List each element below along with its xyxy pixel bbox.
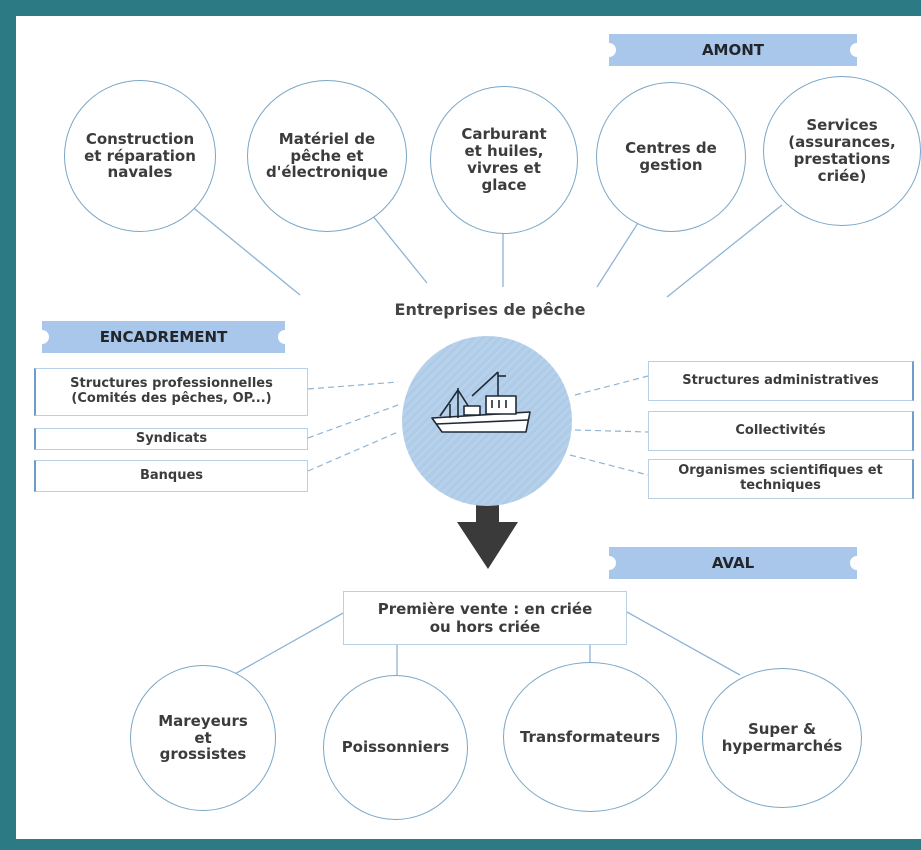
dash-structures-admin xyxy=(574,375,649,396)
connector-materiel xyxy=(367,209,428,284)
materiel-line2: pêche et xyxy=(290,146,364,165)
construction-line1: Construction xyxy=(85,129,195,148)
banner-encadrement-label: ENCADREMENT xyxy=(99,328,228,346)
super-line1: Super & xyxy=(747,720,817,739)
organismes-line2: techniques xyxy=(740,478,821,493)
services-line3: prestations xyxy=(793,150,891,168)
node-construction: Construction et réparation navales xyxy=(64,80,216,232)
node-super-hypermarches: Super & hypermarchés xyxy=(702,668,862,808)
carburant-line1: Carburant xyxy=(461,125,547,144)
carburant-line4: glace xyxy=(481,175,527,194)
banner-aval: AVAL xyxy=(602,547,864,579)
mareyeurs-line1: Mareyeurs xyxy=(158,711,248,730)
collectivites-label: Collectivités xyxy=(735,422,826,438)
banner-amont: AMONT xyxy=(602,34,864,66)
structures-admin-label: Structures administratives xyxy=(682,372,879,388)
box-banques: Banques xyxy=(34,460,308,492)
connector-construction xyxy=(189,204,301,296)
box-collectivites: Collectivités xyxy=(648,411,914,451)
syndicats-label: Syndicats xyxy=(135,430,208,446)
connector-mareyeurs xyxy=(232,611,346,676)
first-sale-line1: Première vente : en criée xyxy=(377,600,593,618)
construction-line2: et réparation xyxy=(84,146,196,165)
node-transformateurs: Transformateurs xyxy=(503,662,677,812)
connector-super xyxy=(626,611,741,676)
first-sale-box: Première vente : en criée ou hors criée xyxy=(343,591,627,645)
fishing-boat-icon xyxy=(431,371,531,433)
super-line2: hypermarchés xyxy=(721,737,843,755)
node-services: Services (assurances, prestations criée) xyxy=(763,76,921,226)
dash-structures-pro xyxy=(307,381,399,390)
dash-collectivites xyxy=(574,429,649,433)
banner-encadrement: ENCADREMENT xyxy=(35,321,292,353)
node-mareyeurs: Mareyeurs et grossistes xyxy=(130,665,276,811)
boat-circle xyxy=(402,336,572,506)
transformateurs-label: Transformateurs xyxy=(519,727,661,746)
carburant-line3: vivres et xyxy=(467,159,541,177)
node-materiel: Matériel de pêche et d'électronique xyxy=(247,80,407,232)
poissonniers-label: Poissonniers xyxy=(341,738,450,757)
carburant-line2: et huiles, xyxy=(464,142,544,161)
node-centres-gestion: Centres de gestion xyxy=(596,82,746,232)
structures-pro-line1: Structures professionnelles xyxy=(70,376,273,392)
center-title: Entreprises de pêche xyxy=(394,300,586,319)
box-structures-professionnelles: Structures professionnelles (Comités des… xyxy=(34,368,308,416)
services-line1: Services xyxy=(806,116,878,135)
dash-banques xyxy=(307,431,399,472)
banques-label: Banques xyxy=(139,467,204,483)
mareyeurs-line2: et xyxy=(194,728,212,747)
box-organismes: Organismes scientifiques et techniques xyxy=(648,459,914,499)
materiel-line3: d'électronique xyxy=(266,163,388,182)
materiel-line1: Matériel de xyxy=(278,129,376,148)
banner-amont-label: AMONT xyxy=(701,41,765,59)
dash-organismes xyxy=(569,454,649,476)
organismes-line1: Organismes scientifiques et xyxy=(678,463,883,479)
node-carburant: Carburant et huiles, vivres et glace xyxy=(430,86,578,234)
services-line2: (assurances, xyxy=(788,133,896,152)
connector-services xyxy=(666,204,783,298)
construction-line3: navales xyxy=(107,163,173,182)
banner-aval-label: AVAL xyxy=(711,554,755,572)
node-poissonniers: Poissonniers xyxy=(323,675,468,820)
down-arrow-icon xyxy=(457,493,518,569)
mareyeurs-line3: grossistes xyxy=(159,745,247,764)
centres-line1: Centres de xyxy=(625,139,717,158)
dash-syndicats xyxy=(307,404,399,439)
centres-line2: gestion xyxy=(639,156,703,174)
services-line4: criée) xyxy=(817,166,867,185)
box-syndicats: Syndicats xyxy=(34,428,308,450)
structures-pro-line2: (Comités des pêches, OP...) xyxy=(71,391,272,406)
connector-centres xyxy=(596,211,646,288)
box-structures-administratives: Structures administratives xyxy=(648,361,914,401)
first-sale-line2: ou hors criée xyxy=(429,618,541,636)
